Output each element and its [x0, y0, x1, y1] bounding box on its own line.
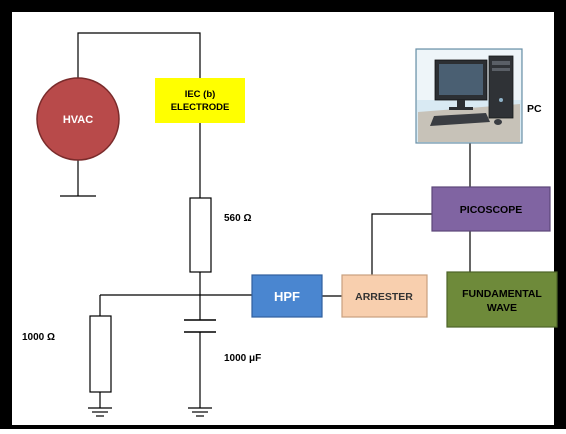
- frame-bottom-bar: [0, 425, 566, 429]
- picoscope-box: [431, 186, 551, 232]
- fundamental-label-line1: FUNDAMENTAL: [462, 288, 542, 300]
- picoscope-label: PICOSCOPE: [460, 204, 522, 216]
- hvac-label: HVAC: [63, 114, 93, 126]
- frame-left-bar: [0, 0, 12, 429]
- fundamental-wave-box: [446, 271, 558, 328]
- pc-label: PC: [527, 103, 542, 115]
- resistor-1000-label: 1000 Ω: [22, 332, 55, 343]
- wire-arrester-picoscope: [371, 213, 432, 275]
- frame-top-bar: [0, 0, 566, 12]
- frame-right-bar: [554, 0, 566, 429]
- arrester-box: [341, 274, 428, 318]
- electrode-label-line1: IEC (b): [185, 89, 216, 100]
- computer-icon: [415, 48, 523, 144]
- ground-r1000-icon: [88, 407, 112, 417]
- resistor-560-label: 560 Ω: [224, 213, 251, 224]
- hpf-label: HPF: [274, 289, 300, 304]
- electrode-label-line2: ELECTRODE: [171, 102, 230, 113]
- electrode-box: [155, 78, 245, 123]
- wires: [77, 32, 471, 408]
- wire-hvac-electrode: [77, 32, 201, 78]
- arrester-label: ARRESTER: [355, 291, 413, 303]
- capacitor-label: 1000 μF: [224, 353, 261, 364]
- resistor-1000: [89, 315, 112, 393]
- hpf-box: [251, 274, 323, 318]
- resistor-560: [189, 197, 212, 273]
- ground-capacitor-icon: [188, 407, 212, 417]
- capacitor-symbol: [184, 319, 216, 333]
- fundamental-label-line2: WAVE: [487, 302, 517, 314]
- hvac-source: [36, 77, 120, 161]
